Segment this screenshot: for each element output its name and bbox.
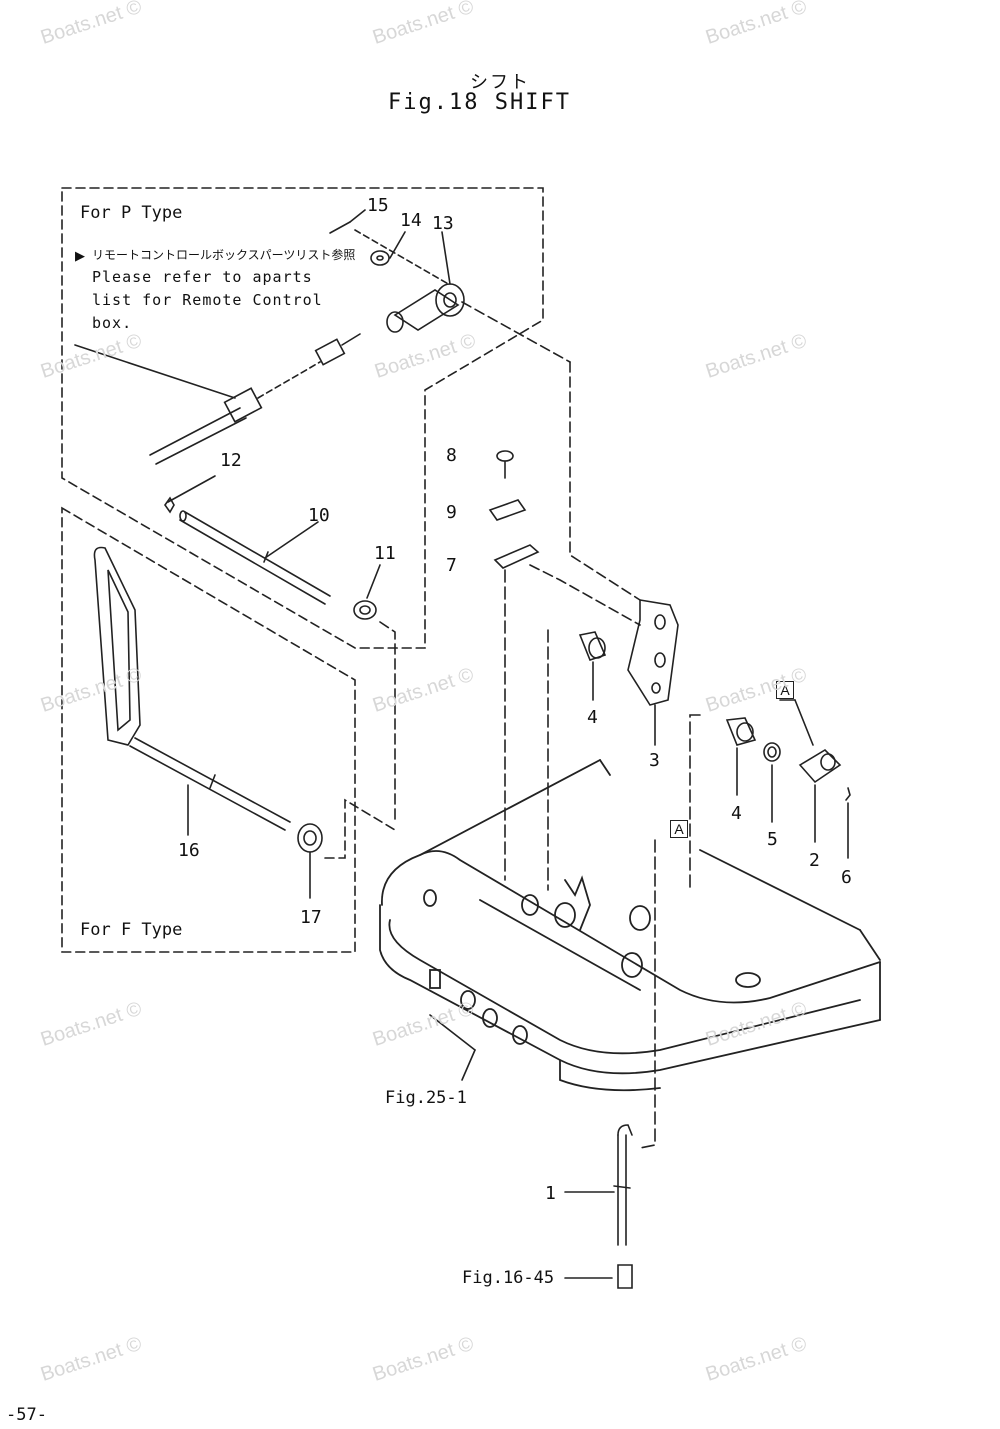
callout-17: 17 xyxy=(300,907,322,928)
note-arrow-icon: ▶ xyxy=(75,248,85,263)
joint-13 xyxy=(386,231,465,333)
callout-15: 15 xyxy=(367,195,389,216)
f-type-box xyxy=(61,506,356,953)
page-title: Fig.18 SHIFT xyxy=(388,90,571,115)
callout-4-lower: 4 xyxy=(731,803,742,824)
callout-8: 8 xyxy=(446,445,457,466)
reference-marker-a: A xyxy=(776,681,794,699)
p-type-label: For P Type xyxy=(80,203,183,223)
title-japanese: シフト xyxy=(470,72,530,92)
callout-2: 2 xyxy=(809,850,820,871)
callout-1: 1 xyxy=(545,1183,556,1204)
fig-ref-16-45: Fig.16-45 xyxy=(462,1268,555,1288)
control-cable xyxy=(74,333,361,465)
note-line-1: Please refer to aparts xyxy=(92,268,313,286)
note-line-2: list for Remote Control xyxy=(92,291,323,309)
reference-marker-a: A xyxy=(670,820,688,838)
p-type-box xyxy=(61,187,544,649)
callout-10: 10 xyxy=(308,505,330,526)
f-type-label: For F Type xyxy=(80,920,183,940)
callout-12: 12 xyxy=(220,450,242,471)
fig-ref-25-1: Fig.25-1 xyxy=(385,1088,467,1108)
callout-14: 14 xyxy=(400,210,422,231)
shift-arm-3 xyxy=(627,599,679,746)
callout-5: 5 xyxy=(767,829,778,850)
callout-9: 9 xyxy=(446,502,457,523)
callout-11: 11 xyxy=(374,543,396,564)
callout-16: 16 xyxy=(178,840,200,861)
callout-6: 6 xyxy=(841,867,852,888)
shaft-10 xyxy=(179,510,331,605)
lower-cowling xyxy=(379,759,881,1092)
callout-7: 7 xyxy=(446,555,457,576)
callout-13: 13 xyxy=(432,213,454,234)
handle-16 xyxy=(93,546,291,836)
callout-4-upper: 4 xyxy=(587,707,598,728)
note-japanese: リモートコントロールボックスパーツリスト参照 xyxy=(92,248,356,262)
note-line-3: box. xyxy=(92,314,133,332)
callout-3: 3 xyxy=(649,750,660,771)
page-number: -57- xyxy=(6,1405,47,1425)
shift-rod-1 xyxy=(564,1124,633,1246)
